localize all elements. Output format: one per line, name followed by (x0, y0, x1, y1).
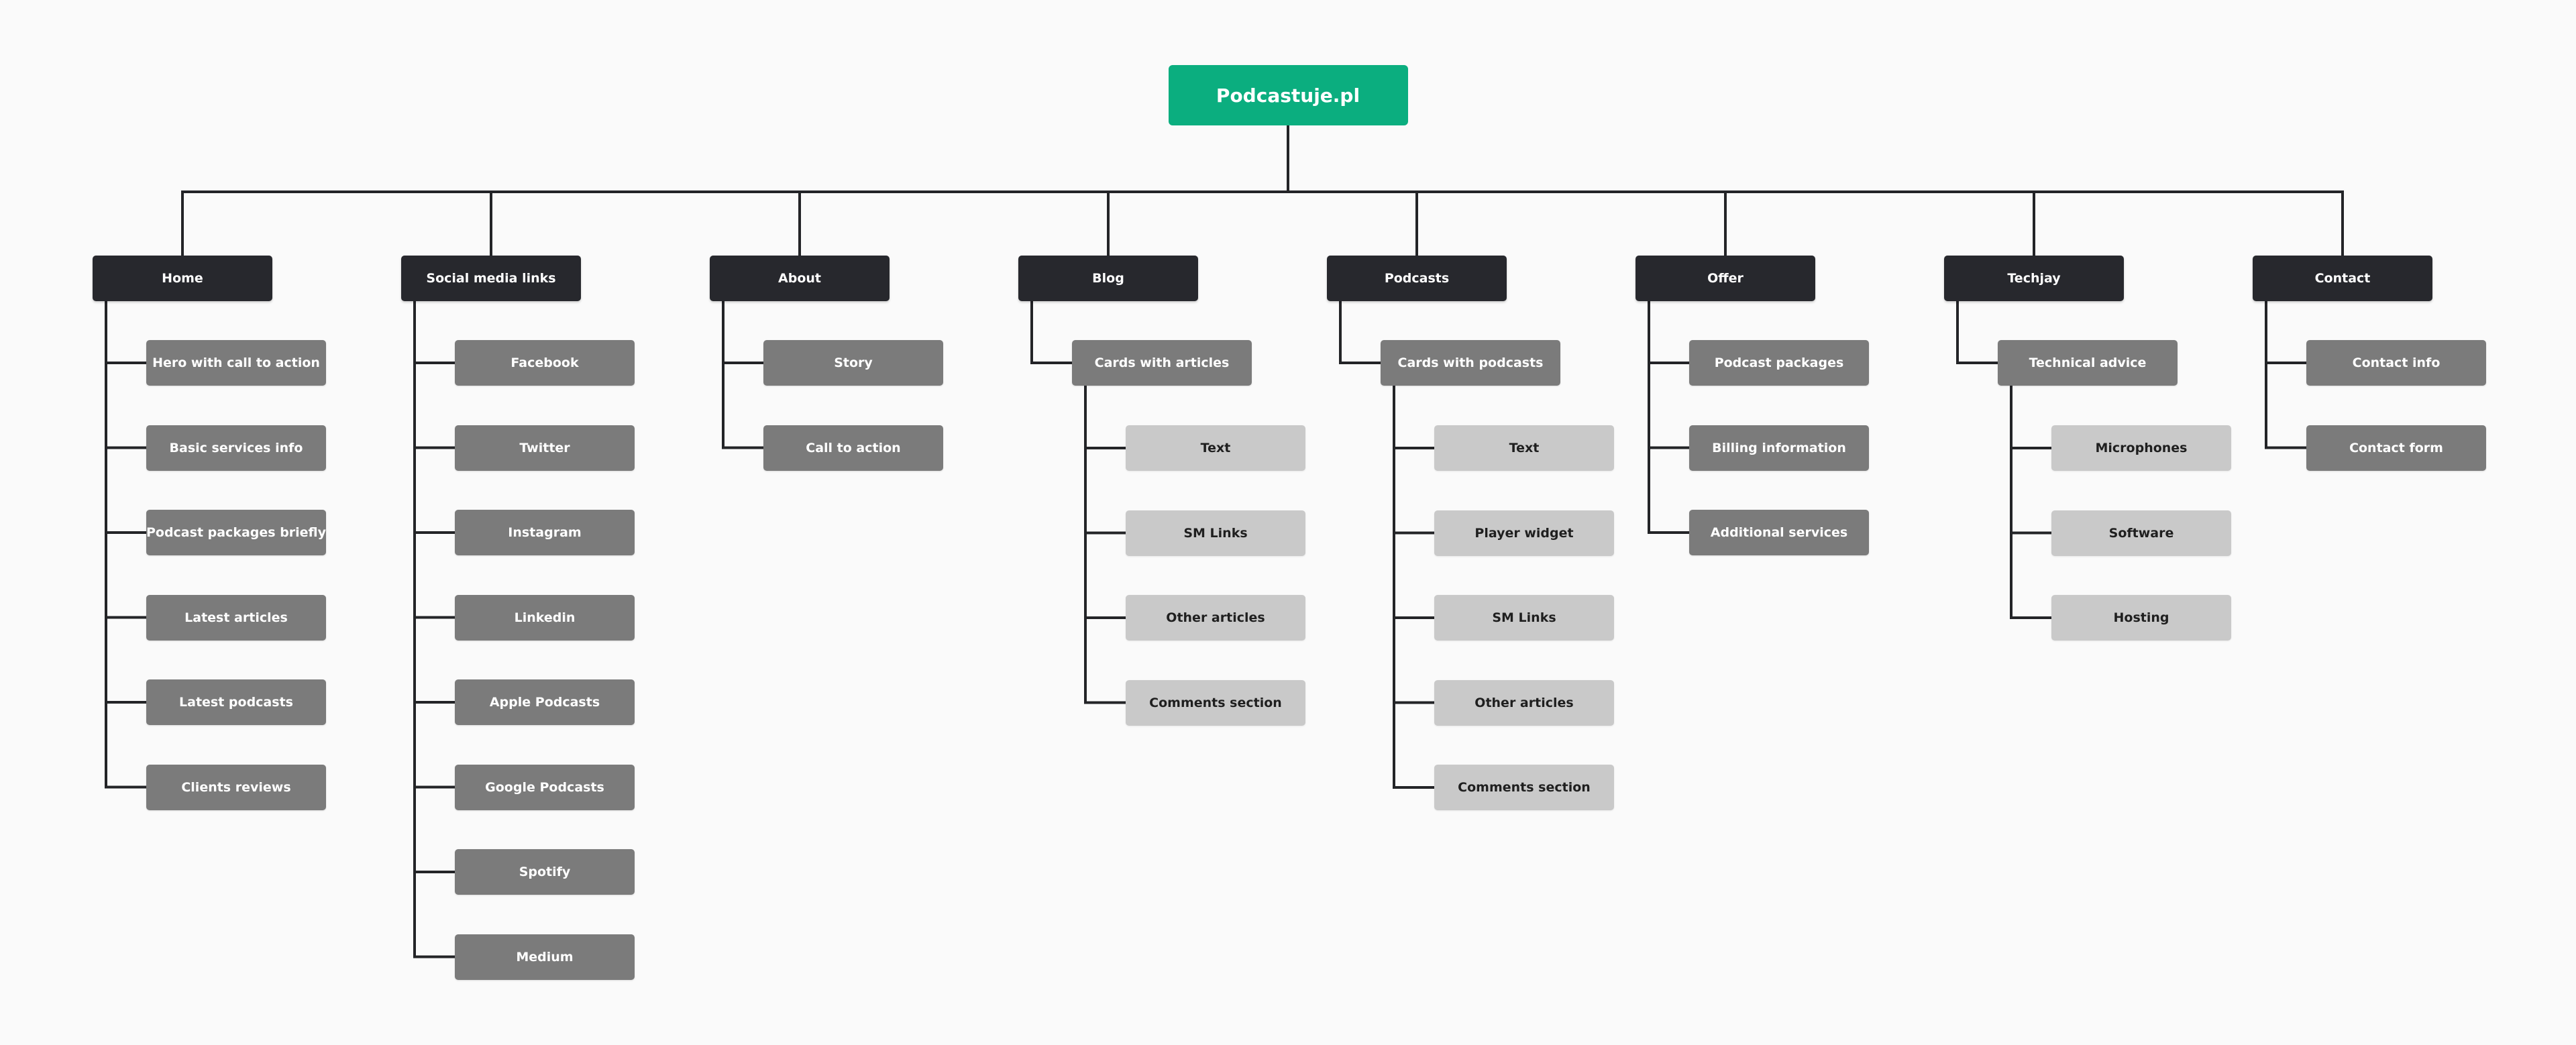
child-node-instagram: Instagram (455, 510, 635, 555)
child-node-twitter: Twitter (455, 425, 635, 471)
child-node-additional-services: Additional services (1689, 510, 1869, 555)
grandchild-node-microphones: Microphones (2051, 425, 2231, 471)
grandchild-node-sm-links: SM Links (1434, 595, 1614, 641)
child-node-technical-advice: Technical advice (1998, 340, 2178, 386)
section-node-about: About (710, 256, 890, 301)
child-node-story: Story (763, 340, 943, 386)
grandchild-node-comments-section: Comments section (1434, 765, 1614, 810)
section-node-podcasts: Podcasts (1327, 256, 1507, 301)
grandchild-node-player-widget: Player widget (1434, 510, 1614, 556)
child-node-apple-podcasts: Apple Podcasts (455, 679, 635, 725)
child-node-podcast-packages-briefly: Podcast packages briefly (146, 510, 326, 555)
section-node-techjay: Techjay (1944, 256, 2124, 301)
child-node-facebook: Facebook (455, 340, 635, 386)
child-node-hero-with-call-to-action: Hero with call to action (146, 340, 326, 386)
child-node-linkedin: Linkedin (455, 594, 635, 641)
child-node-cards-with-podcasts: Cards with podcasts (1381, 340, 1560, 386)
child-node-spotify: Spotify (455, 849, 635, 895)
child-node-cards-with-articles: Cards with articles (1072, 340, 1252, 386)
child-node-clients-reviews: Clients reviews (146, 764, 326, 810)
child-node-podcast-packages: Podcast packages (1689, 340, 1869, 386)
child-node-google-podcasts: Google Podcasts (455, 764, 635, 810)
grandchild-node-text: Text (1434, 425, 1614, 471)
grandchild-node-other-articles: Other articles (1126, 595, 1305, 641)
grandchild-node-other-articles: Other articles (1434, 679, 1614, 726)
grandchild-node-hosting: Hosting (2051, 595, 2231, 641)
child-node-contact-form: Contact form (2306, 425, 2486, 471)
grandchild-node-sm-links: SM Links (1126, 510, 1305, 556)
section-node-home: Home (93, 256, 272, 301)
child-node-basic-services-info: Basic services info (146, 425, 326, 471)
grandchild-node-text: Text (1126, 425, 1305, 471)
section-node-contact: Contact (2253, 256, 2432, 301)
child-node-latest-articles: Latest articles (146, 594, 326, 641)
child-node-latest-podcasts: Latest podcasts (146, 679, 326, 725)
section-node-offer: Offer (1635, 256, 1815, 301)
grandchild-node-software: Software (2051, 510, 2231, 556)
root-node: Podcastuje.pl (1168, 65, 1408, 125)
grandchild-node-comments-section: Comments section (1126, 679, 1305, 726)
section-node-blog: Blog (1018, 256, 1198, 301)
child-node-contact-info: Contact info (2306, 340, 2486, 386)
section-node-social-media-links: Social media links (401, 256, 581, 301)
child-node-billing-information: Billing information (1689, 425, 1869, 471)
child-node-call-to-action: Call to action (763, 425, 943, 471)
child-node-medium: Medium (455, 934, 635, 980)
